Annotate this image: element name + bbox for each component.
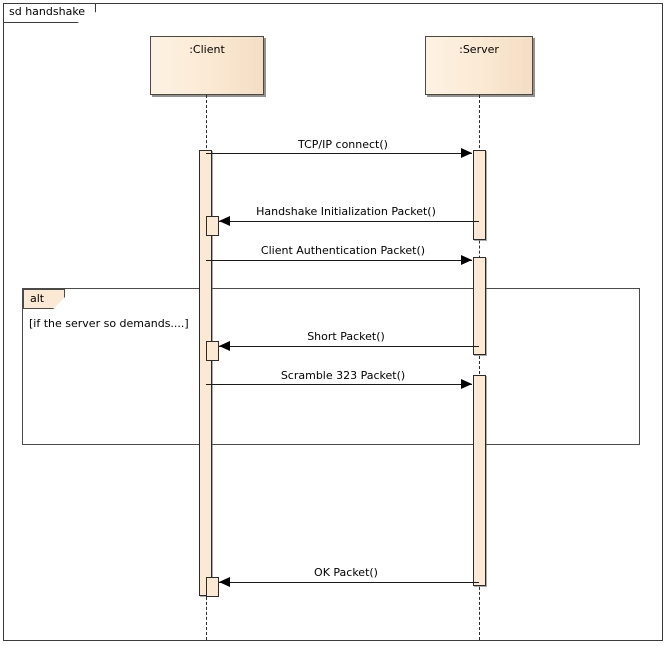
lifeline-head-client[interactable]: :Client [150,36,264,95]
message-line-6[interactable] [219,582,479,583]
message-label-6: OK Packet() [314,566,378,579]
message-arrowhead-1 [461,148,472,158]
activation-bar-client-main[interactable] [199,150,212,596]
message-label-3: Client Authentication Packet() [260,244,426,257]
lifeline-label-server: :Server [459,43,499,56]
sequence-diagram-frame [3,3,663,641]
lifeline-line-server [479,95,480,640]
message-arrowhead-4 [219,341,230,351]
combined-fragment-alt-operator: alt [30,292,45,305]
activation-bar-client-short-packet[interactable] [206,341,219,361]
message-label-4: Short Packet() [307,330,385,343]
message-line-1[interactable] [206,153,472,154]
message-line-2[interactable] [219,221,479,222]
activation-bar-server-auth[interactable] [473,257,486,355]
activation-bar-client-ok-packet[interactable] [206,577,219,597]
activation-bar-server-scramble[interactable] [473,375,486,586]
combined-fragment-alt[interactable] [22,288,640,445]
diagram-title: sd handshake [9,5,86,18]
message-line-4[interactable] [219,346,479,347]
combined-fragment-alt-guard: [if the server so demands....] [29,317,189,330]
message-line-3[interactable] [206,260,472,261]
lifeline-label-client: :Client [189,43,225,56]
message-label-1: TCP/IP connect() [298,138,388,151]
activation-bar-client-handshake-init[interactable] [206,216,219,236]
message-arrowhead-5 [461,379,472,389]
message-line-5[interactable] [206,384,472,385]
message-label-5: Scramble 323 Packet() [280,369,406,382]
lifeline-head-server[interactable]: :Server [425,36,533,95]
message-arrowhead-6 [219,577,230,587]
message-label-2: Handshake Initialization Packet() [256,205,436,218]
message-arrowhead-2 [219,216,230,226]
activation-bar-server-connect[interactable] [473,150,486,240]
message-arrowhead-3 [461,255,472,265]
